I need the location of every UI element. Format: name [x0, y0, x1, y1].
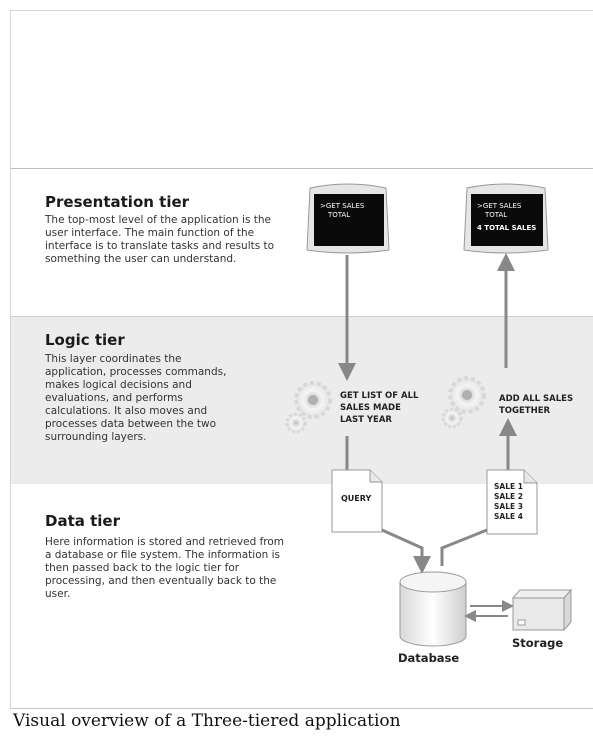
logic-tier-title: Logic tier	[45, 331, 125, 349]
figure-caption: Visual overview of a Three-tiered applic…	[13, 711, 401, 731]
presentation-tier-title: Presentation tier	[45, 193, 190, 211]
logic-tier-description: This layer coordinates the application, …	[45, 353, 227, 443]
presentation-tier-description: The top-most level of the application is…	[45, 214, 275, 265]
data-tier-band: Data tier Here information is stored and…	[11, 484, 593, 708]
presentation-tier-band: Presentation tier The top-most level of …	[11, 168, 593, 317]
data-tier-description: Here information is stored and retrieved…	[45, 536, 285, 600]
data-tier-title: Data tier	[45, 512, 120, 530]
logic-tier-band: Logic tier This layer coordinates the ap…	[11, 316, 593, 485]
caption-divider	[10, 708, 593, 709]
